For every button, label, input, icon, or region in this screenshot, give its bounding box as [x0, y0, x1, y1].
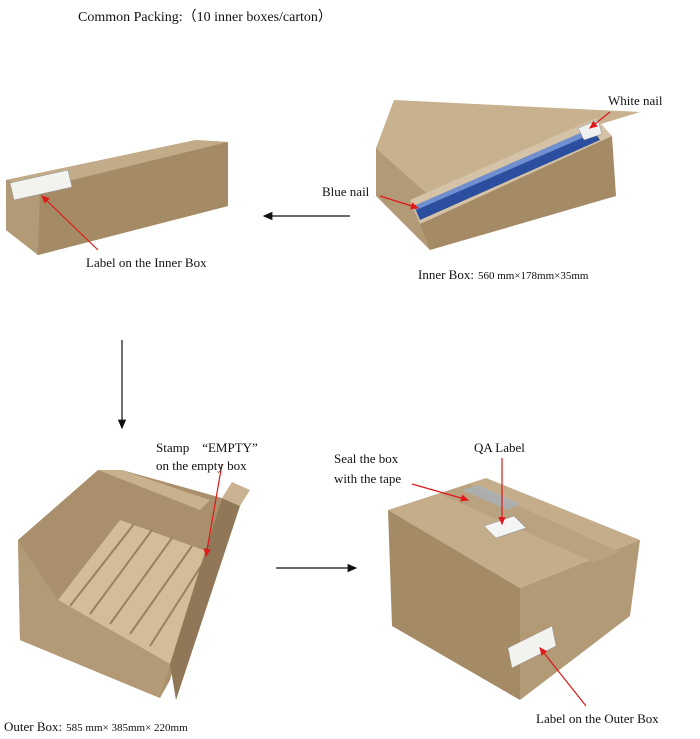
- qa-label-caption: QA Label: [474, 440, 525, 455]
- callout-stamp-empty: [203, 463, 223, 558]
- seal-tape-line1: Seal the box: [334, 451, 399, 466]
- inner-box-dimensions: Inner Box: 560 mm×178mm×35mm: [418, 266, 588, 284]
- stamp-empty-line1: Stamp “EMPTY”: [156, 440, 258, 455]
- outer-box-dimensions: Outer Box: 585 mm× 385mm× 220mm: [4, 718, 188, 736]
- callout-seal-tape: [411, 483, 470, 502]
- callout-blue-nail: [379, 195, 420, 210]
- page-title: Common Packing:（10 inner boxes/carton）: [78, 10, 332, 25]
- white-nail-caption: White nail: [608, 93, 663, 108]
- inner-box-prefix: Inner Box:: [418, 267, 474, 282]
- inner-box-dividers: [58, 520, 220, 664]
- blue-nail-strip: [414, 128, 600, 220]
- label-inner-box-caption: Label on the Inner Box: [86, 255, 207, 270]
- inner-box-closed: [6, 140, 228, 255]
- inner-box-open: [376, 100, 640, 250]
- inner-box-dims: 560 mm×178mm×35mm: [477, 270, 589, 282]
- stamp-empty-line2: on the empty box: [156, 458, 247, 473]
- label-outer-box-caption: Label on the Outer Box: [536, 711, 659, 726]
- callout-label-outer-box: [539, 647, 587, 707]
- outer-box-closed: [388, 478, 640, 700]
- tape-seal: [462, 485, 520, 510]
- outer-box-open: [18, 470, 250, 700]
- outer-box-dims: 585 mm× 385mm× 220mm: [66, 722, 188, 734]
- callout-white-nail: [589, 111, 611, 129]
- outer-box-prefix: Outer Box:: [4, 719, 63, 734]
- blue-nail-caption: Blue nail: [322, 184, 370, 199]
- outer-box-label: [507, 625, 557, 669]
- seal-tape-line2: with the tape: [334, 471, 402, 486]
- inner-box-label: [9, 169, 73, 201]
- callout-label-inner-box: [41, 195, 99, 251]
